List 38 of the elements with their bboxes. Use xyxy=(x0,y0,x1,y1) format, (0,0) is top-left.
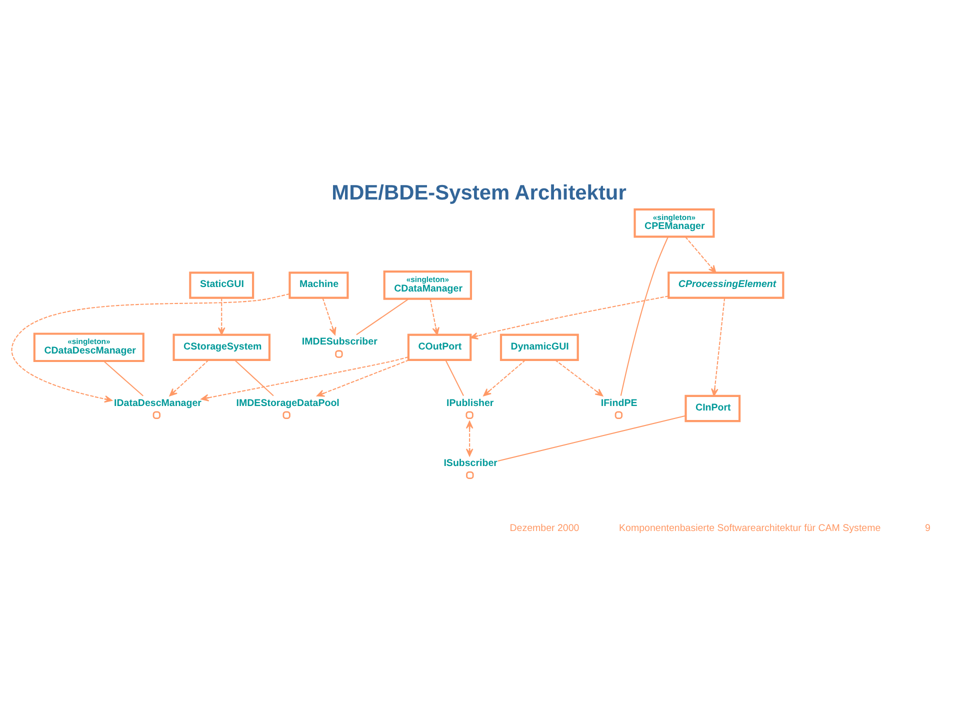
node-label: IDataDescManager xyxy=(114,398,202,409)
label: Komponentenbasierte Softwarearchitektur für CAM Systeme xyxy=(619,523,881,534)
node-label: IMDEStorageDataPool xyxy=(236,398,340,409)
node-box: «singleton» CDataManager xyxy=(383,270,472,300)
diagram-title: MDE/BDE-System Architektur xyxy=(332,182,626,205)
connector xyxy=(103,360,144,396)
node-box: CInPort xyxy=(684,394,741,422)
arrow xyxy=(554,360,604,396)
arrow xyxy=(711,298,726,396)
node-box: DynamicGUI xyxy=(500,334,579,361)
node-box: CStorageSystem xyxy=(172,334,270,361)
arrow xyxy=(466,420,474,456)
connector xyxy=(620,236,669,396)
arrow xyxy=(470,296,669,340)
arrow xyxy=(430,299,440,336)
node-box: Machine xyxy=(288,272,349,299)
node-label: IFindPE xyxy=(600,398,638,409)
arrow xyxy=(169,360,209,396)
node-label: IPublisher xyxy=(446,398,494,409)
node-box: StaticGUI xyxy=(189,272,254,299)
node-label: ISubscriber xyxy=(444,458,498,469)
label: Dezember 2000 xyxy=(510,523,580,534)
connector xyxy=(234,360,274,396)
connector xyxy=(498,415,686,462)
node-box: «singleton» CPEManager xyxy=(634,208,715,238)
label: 9 xyxy=(924,523,930,534)
node-label: IMDESubscriber xyxy=(302,336,378,348)
node-box: «singleton» CDataDescManager xyxy=(33,332,144,362)
arrow xyxy=(200,356,409,402)
arrow xyxy=(322,298,336,336)
arrow xyxy=(11,293,290,403)
connector xyxy=(356,298,409,336)
connector xyxy=(445,360,464,396)
arrow xyxy=(483,360,526,396)
arrow xyxy=(218,298,226,336)
node-box: COutPort xyxy=(407,334,472,361)
node-box: CProcessingElement xyxy=(668,272,784,299)
arrow xyxy=(316,360,410,397)
